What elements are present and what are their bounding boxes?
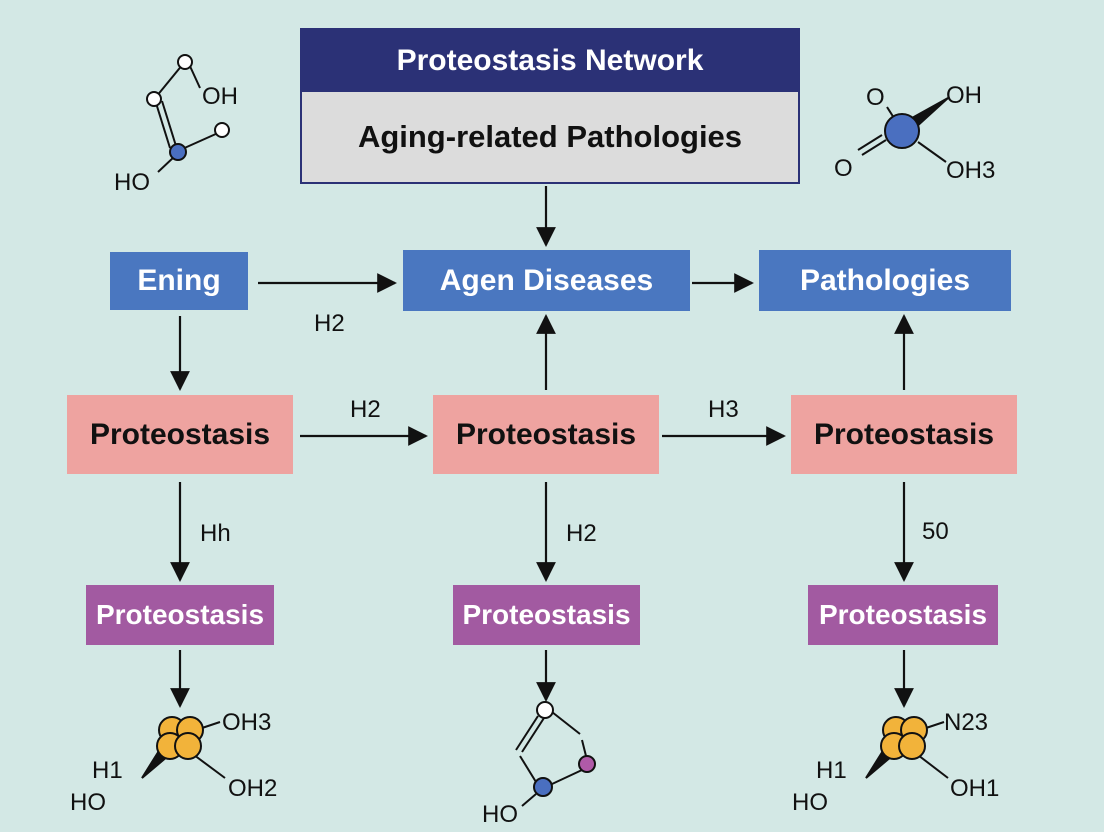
edge-label-down-middle: H2 (566, 520, 597, 547)
node-proteostasis-right: Proteostasis (791, 395, 1017, 474)
molecule-top-left (146, 54, 230, 173)
mol-tr-oh: OH (946, 82, 982, 109)
mol-bl-ho: HO (70, 789, 106, 816)
mol-br-h1: H1 (816, 757, 847, 784)
molecule-bottom-middle (515, 701, 596, 807)
diagram-subtitle: Aging-related Pathologies (357, 119, 743, 154)
mol-bl-oh3: OH3 (222, 709, 271, 736)
mol-bl-oh2: OH2 (228, 775, 277, 802)
molecule-bottom-left (141, 716, 226, 779)
mol-tl-oh: OH (202, 83, 238, 110)
node-ening: Ening (110, 252, 248, 310)
mol-bl-h1: H1 (92, 757, 123, 784)
node-proteostasis-bottom-right: Proteostasis (808, 585, 998, 645)
mol-bm-ho: HO (482, 801, 518, 828)
node-agen-diseases: Agen Diseases (403, 250, 690, 311)
mol-br-ho: HO (792, 789, 828, 816)
edge-label-down-right: 50 (922, 518, 949, 545)
mol-br-n: N23 (944, 709, 988, 736)
node-proteostasis-bottom-left: Proteostasis (86, 585, 274, 645)
edge-label-down-left: Hh (200, 520, 231, 547)
diagram-title: Proteostasis Network (302, 30, 798, 92)
edge-label-mid-right: H3 (708, 396, 739, 423)
edge-label-mid-left: H2 (350, 396, 381, 423)
node-proteostasis-middle: Proteostasis (433, 395, 659, 474)
node-proteostasis-bottom-middle: Proteostasis (453, 585, 640, 645)
molecule-top-right (857, 97, 949, 163)
node-proteostasis-left: Proteostasis (67, 395, 293, 474)
mol-tr-o1: O (866, 84, 885, 111)
title-box: Proteostasis Network Aging-related Patho… (300, 28, 800, 184)
mol-tl-ho: HO (114, 169, 150, 196)
node-pathologies: Pathologies (759, 250, 1011, 311)
mol-br-oh1: OH1 (950, 775, 999, 802)
mol-tr-o2: O (834, 155, 853, 182)
mol-tr-oh3: OH3 (946, 157, 995, 184)
edge-label-top-left: H2 (314, 310, 345, 337)
molecule-bottom-right (865, 716, 949, 779)
